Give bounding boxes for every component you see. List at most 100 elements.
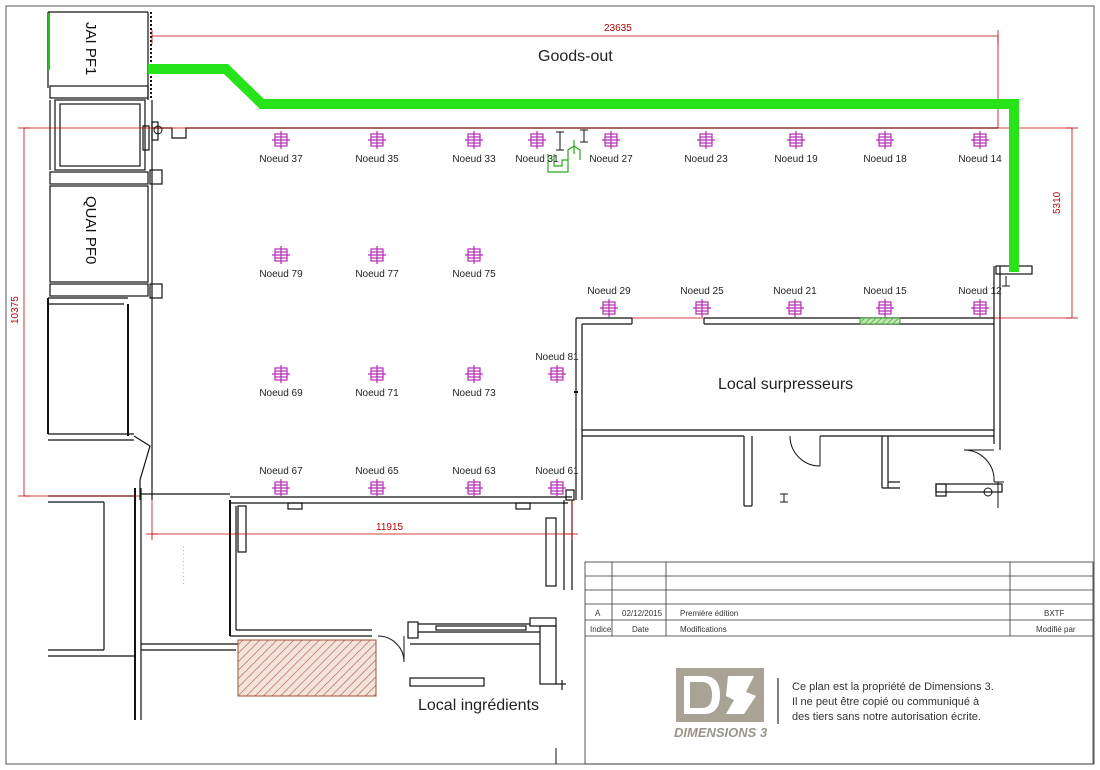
dim-top-width: 23635 — [604, 23, 632, 34]
node-marker-icon — [465, 365, 483, 383]
node-n23: Noeud 23 — [684, 131, 728, 165]
tb-head-indice: Indice — [590, 625, 612, 634]
tb-rev-index: A — [595, 609, 601, 618]
tb-head-by: Modifié par — [1036, 625, 1076, 634]
node-marker-icon — [602, 131, 620, 149]
node-n81: Noeud 81 — [535, 352, 579, 383]
node-label: Noeud 71 — [355, 388, 399, 399]
node-marker-icon — [368, 479, 386, 497]
node-marker-icon — [548, 365, 566, 383]
node-marker-icon — [368, 131, 386, 149]
node-marker-icon — [787, 131, 805, 149]
title-block — [584, 561, 1094, 765]
tb-rev-date: 02/12/2015 — [622, 609, 663, 618]
node-n61: Noeud 61 — [535, 466, 579, 497]
dim-bottom-width: 11915 — [376, 522, 404, 533]
logo-word: DIMENSIONS 3 — [674, 725, 768, 740]
tb-rev-modif: Première édition — [680, 609, 738, 618]
node-label: Noeud 31 — [515, 154, 559, 165]
node-marker-icon — [528, 131, 546, 149]
node-n63: Noeud 63 — [452, 466, 496, 497]
node-n18: Noeud 18 — [863, 131, 907, 165]
area-label-ingredients: Local ingrédients — [418, 697, 539, 714]
dim-left-height: 10375 — [10, 296, 21, 324]
ownership-note-3: des tiers sans notre autorisation écrite… — [792, 711, 981, 723]
node-label: Noeud 37 — [259, 154, 303, 165]
node-marker-icon — [368, 365, 386, 383]
node-marker-icon — [465, 246, 483, 264]
vent-hatch — [859, 317, 901, 325]
node-label: Noeud 29 — [587, 286, 631, 297]
node-n75: Noeud 75 — [452, 246, 496, 280]
node-marker-icon — [697, 131, 715, 149]
pipe-markers — [556, 129, 588, 151]
node-label: Noeud 15 — [863, 286, 907, 297]
tb-head-modifs: Modifications — [680, 625, 727, 634]
tiny-annotation: · · · · · · · · · · · — [180, 546, 186, 585]
node-n31: Noeud 31 — [515, 131, 559, 165]
node-n33: Noeud 33 — [452, 131, 496, 165]
area-label-goods-out: Goods-out — [538, 48, 613, 65]
area-label-surpresseurs: Local surpresseurs — [718, 376, 853, 393]
node-marker-icon — [548, 479, 566, 497]
node-n69: Noeud 69 — [259, 365, 303, 399]
node-n79: Noeud 79 — [259, 246, 303, 280]
dock-strip — [47, 11, 240, 720]
node-marker-icon — [786, 299, 804, 317]
node-label: Noeud 21 — [773, 286, 817, 297]
sheet-border — [5, 5, 1095, 765]
storage-hatch — [237, 639, 377, 697]
node-label: Noeud 69 — [259, 388, 303, 399]
node-n77: Noeud 77 — [355, 246, 399, 280]
node-marker-icon — [272, 246, 290, 264]
node-label: Noeud 33 — [452, 154, 496, 165]
node-label: Noeud 67 — [259, 466, 303, 477]
node-label: Noeud 63 — [452, 466, 496, 477]
goods-out-route — [148, 64, 1019, 272]
node-label: Noeud 12 — [958, 286, 1002, 297]
node-n15: Noeud 15 — [863, 286, 907, 317]
node-marker-icon — [465, 131, 483, 149]
node-marker-icon — [693, 299, 711, 317]
node-label: Noeud 81 — [535, 352, 579, 363]
node-n12: Noeud 12 — [958, 286, 1002, 317]
node-label: Noeud 77 — [355, 269, 399, 280]
node-label: Noeud 35 — [355, 154, 399, 165]
node-marker-icon — [272, 365, 290, 383]
node-n29: Noeud 29 — [587, 286, 631, 317]
tb-rev-by: BXTF — [1044, 609, 1065, 618]
lower-rooms — [229, 500, 573, 764]
node-label: Noeud 75 — [452, 269, 496, 280]
node-label: Noeud 18 — [863, 154, 907, 165]
dimension-lines — [18, 30, 1078, 540]
ownership-note-2: Il ne peut être copié ou communiqué à — [792, 696, 980, 708]
node-marker-icon — [465, 479, 483, 497]
green-fixture — [547, 140, 581, 173]
node-n14: Noeud 14 — [958, 131, 1002, 165]
node-n73: Noeud 73 — [452, 365, 496, 399]
node-n21: Noeud 21 — [773, 286, 817, 317]
node-marker-icon — [876, 299, 894, 317]
node-n19: Noeud 19 — [774, 131, 818, 165]
node-label: Noeud 14 — [958, 154, 1002, 165]
tb-head-date: Date — [632, 625, 649, 634]
node-label: Noeud 19 — [774, 154, 818, 165]
node-label: Noeud 65 — [355, 466, 399, 477]
node-label: Noeud 25 — [680, 286, 724, 297]
node-marker-icon — [368, 246, 386, 264]
dock-label-pf0: QUAI PF0 — [82, 196, 99, 264]
node-n25: Noeud 25 — [680, 286, 724, 317]
ownership-note-1: Ce plan est la propriété de Dimensions 3… — [792, 681, 994, 693]
node-marker-icon — [876, 131, 894, 149]
node-n71: Noeud 71 — [355, 365, 399, 399]
node-label: Noeud 73 — [452, 388, 496, 399]
node-marker-icon — [272, 131, 290, 149]
node-n35: Noeud 35 — [355, 131, 399, 165]
node-marker-icon — [272, 479, 290, 497]
node-label: Noeud 23 — [684, 154, 728, 165]
dimensions3-logo: DIMENSIONS 3 — [674, 668, 768, 740]
node-label: Noeud 79 — [259, 269, 303, 280]
node-marker-icon — [971, 299, 989, 317]
